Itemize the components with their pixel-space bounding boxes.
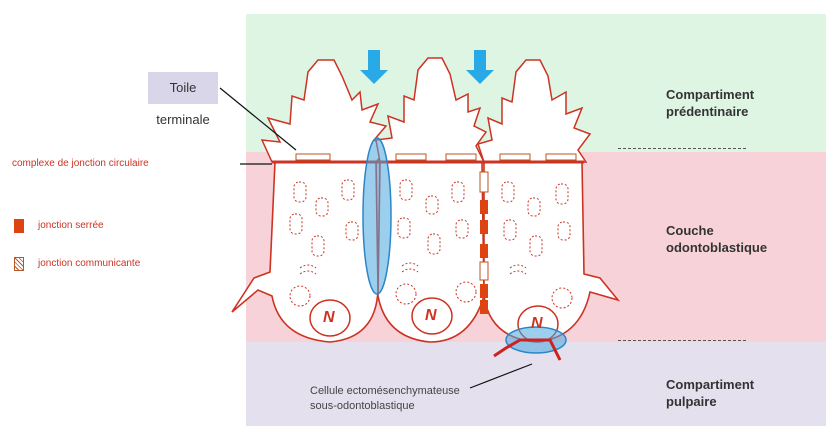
highlight-ellipse-vertical bbox=[363, 138, 391, 294]
nucleus-right-label: N bbox=[531, 315, 543, 333]
blue-arrow-2 bbox=[466, 50, 494, 84]
dashed-divider-2 bbox=[618, 340, 746, 341]
odontoblast-cell-left bbox=[232, 162, 378, 342]
odontoblast-process-right bbox=[478, 60, 590, 162]
jonction-communicante-label: jonction communicante bbox=[38, 258, 140, 269]
dashed-divider-1 bbox=[618, 148, 746, 149]
gap-junction-swatch bbox=[14, 257, 24, 271]
couche-odontoblastique-label: Couche odontoblastique bbox=[666, 222, 767, 256]
odontoblast-process-middle bbox=[376, 58, 486, 162]
blue-arrow-1 bbox=[360, 50, 388, 84]
tight-junction-swatch bbox=[14, 219, 24, 233]
compartiment-pulpaire-label: Compartiment pulpaire bbox=[666, 376, 754, 410]
toile-terminale-label: Toile terminale bbox=[148, 72, 218, 104]
compartiment-predentinaire-label: Compartiment prédentinaire bbox=[666, 86, 754, 120]
nucleus-middle-label: N bbox=[425, 307, 437, 325]
jonction-serree-label: jonction serrée bbox=[38, 220, 104, 231]
nucleus-left-label: N bbox=[323, 309, 335, 327]
complexe-jonction-label: complexe de jonction circulaire bbox=[12, 158, 149, 169]
cellule-label: Cellule ectomésenchymateuse sous-odontob… bbox=[310, 384, 460, 414]
